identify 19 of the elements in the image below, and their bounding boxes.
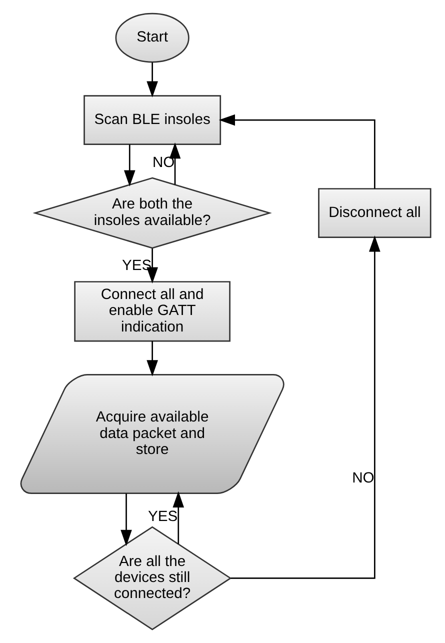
arrow [168,142,180,185]
edge-label: NO [152,154,174,171]
arrow [123,144,135,186]
arrow [146,248,158,284]
node-diamond: Are both the insoles available? [32,177,272,249]
node-box: Connect all and enable GATT indication [74,281,230,342]
node-box: Scan BLE insoles [83,95,221,145]
arrow [172,491,184,544]
node-box: Disconnect all [318,188,431,238]
edge-label: YES [148,509,178,526]
arrow [230,236,380,579]
edge-label: NO [352,470,374,486]
node-diamond: Are all the devices still connected? [72,526,232,630]
arrow [218,114,375,189]
node-ellipse: Start [114,12,189,63]
edge-label: YES [121,258,152,274]
arrow [146,62,158,98]
arrow [146,341,158,376]
arrow [120,494,132,546]
